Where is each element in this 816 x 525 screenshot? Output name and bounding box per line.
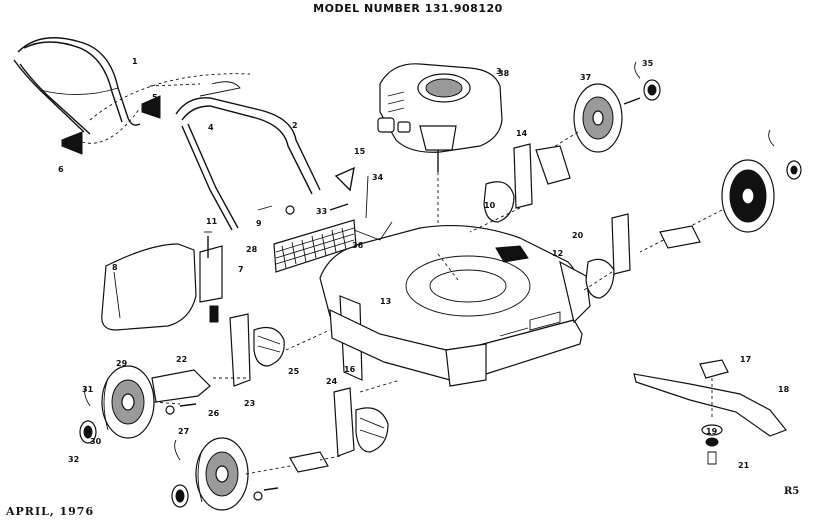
callout-31: 31 bbox=[82, 385, 94, 394]
callout-8: 8 bbox=[112, 263, 118, 272]
rear-left-hubcap bbox=[79, 420, 97, 444]
callout-25: 25 bbox=[288, 367, 300, 376]
front-right-wheel bbox=[721, 159, 775, 233]
callout-22: 22 bbox=[176, 355, 187, 364]
callout-38: 38 bbox=[498, 69, 510, 78]
callout-36: 36 bbox=[352, 241, 364, 250]
callout-30: 30 bbox=[90, 437, 102, 446]
callout-29: 29 bbox=[116, 359, 128, 368]
callout-21: 21 bbox=[738, 461, 750, 470]
callout-17: 17 bbox=[740, 355, 751, 364]
callout-12: 12 bbox=[552, 249, 563, 258]
callout-34: 34 bbox=[372, 173, 384, 182]
callout-6: 6 bbox=[58, 165, 64, 174]
callout-33: 33 bbox=[316, 207, 327, 216]
callout-1: 1 bbox=[132, 57, 138, 66]
mower-deck bbox=[319, 224, 591, 387]
callout-14: 14 bbox=[516, 129, 528, 138]
callout-20: 20 bbox=[572, 231, 584, 240]
callout-32: 32 bbox=[68, 455, 79, 464]
callout-15: 15 bbox=[354, 147, 366, 156]
cutting-blade bbox=[633, 373, 787, 437]
rear-grille bbox=[273, 219, 357, 273]
callout-23: 23 bbox=[244, 399, 255, 408]
callout-11: 11 bbox=[206, 217, 218, 226]
callout-3: 3 bbox=[496, 67, 502, 76]
callout-16: 16 bbox=[344, 365, 356, 374]
rear-right-wheel bbox=[573, 83, 623, 153]
callout-19: 19 bbox=[706, 427, 718, 436]
callout-18: 18 bbox=[778, 385, 790, 394]
rear-left-wheel bbox=[101, 365, 155, 439]
engine bbox=[377, 63, 503, 172]
callout-27: 27 bbox=[178, 427, 189, 436]
rear-deflector bbox=[101, 243, 197, 331]
hinge-bracket bbox=[199, 231, 223, 323]
callout-5: 5 bbox=[152, 93, 158, 102]
callout-35: 35 bbox=[642, 59, 654, 68]
callout-10: 10 bbox=[484, 201, 496, 210]
front-right-height-adjuster bbox=[585, 213, 631, 299]
callout-37: 37 bbox=[580, 73, 591, 82]
blade-adapter bbox=[699, 359, 729, 379]
handle-knob-left bbox=[61, 131, 83, 155]
rear-left-height-adjuster bbox=[229, 313, 285, 387]
rear-right-hubcap bbox=[643, 79, 661, 101]
callout-28: 28 bbox=[246, 245, 258, 254]
callout-24: 24 bbox=[326, 377, 338, 386]
callout-26: 26 bbox=[208, 409, 220, 418]
upper-handle bbox=[13, 37, 141, 135]
front-left-hubcap bbox=[171, 484, 189, 508]
front-right-hubcap bbox=[786, 160, 802, 180]
callout-13: 13 bbox=[380, 297, 391, 306]
diagram-code: R5 bbox=[784, 486, 800, 497]
rear-right-height-adjuster bbox=[483, 143, 571, 223]
front-left-height-adjuster bbox=[333, 387, 389, 457]
lower-handle bbox=[175, 81, 321, 231]
callout-9: 9 bbox=[256, 219, 262, 228]
callout-4: 4 bbox=[208, 123, 214, 132]
callout-2: 2 bbox=[292, 121, 298, 130]
callout-labels: 1234567891011121314151617181920212223242… bbox=[58, 57, 790, 470]
handle-knob-right bbox=[141, 95, 161, 119]
print-date: APRIL, 1976 bbox=[6, 505, 95, 518]
front-left-wheel bbox=[195, 437, 249, 511]
callout-7: 7 bbox=[238, 265, 244, 274]
model-number-title: MODEL NUMBER 131.908120 bbox=[313, 2, 503, 15]
